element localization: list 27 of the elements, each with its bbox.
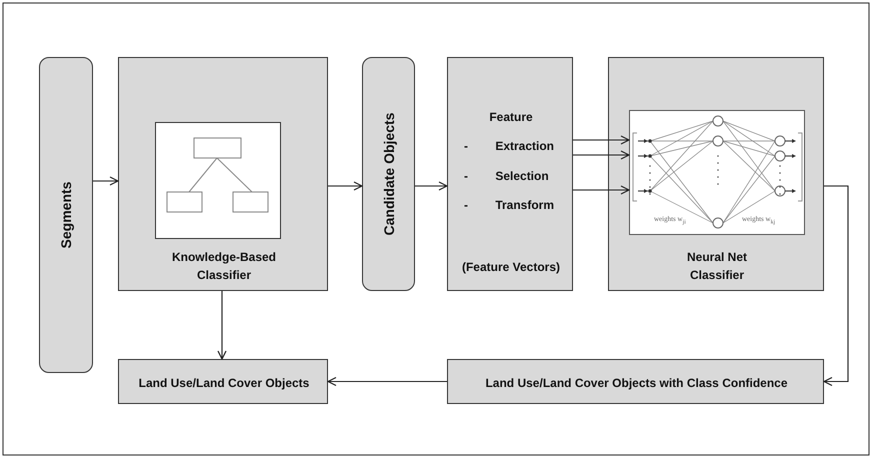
node-label: - Transform [464,198,554,212]
arrow [217,291,227,360]
node-label: (Feature Vectors) [460,259,562,276]
node-label: Feature [488,109,534,126]
arrow [573,185,630,195]
node-label: Knowledge-Based Classifier [170,249,277,284]
node-label: Candidate Objects [380,112,396,236]
node-label: Neural Net Classifier [686,249,748,284]
node-label: Land Use/Land Cover Objects with Class Confidence [484,375,789,392]
process-box [118,57,328,291]
arrow [415,181,448,191]
node-label: - Extraction [464,139,554,153]
process-box [39,57,93,373]
arrow [573,135,630,145]
node-label: - Selection [464,169,549,183]
process-box [118,359,328,404]
process-box [447,57,573,291]
process-box [362,57,415,291]
node-label: Land Use/Land Cover Objects [138,375,310,392]
arrow [823,185,849,386]
arrow [327,376,447,386]
arrow [573,150,630,160]
process-box [608,57,824,291]
node-label: Segments [58,182,74,248]
arrow [328,181,363,191]
arrow [93,176,119,186]
process-box [447,359,824,404]
